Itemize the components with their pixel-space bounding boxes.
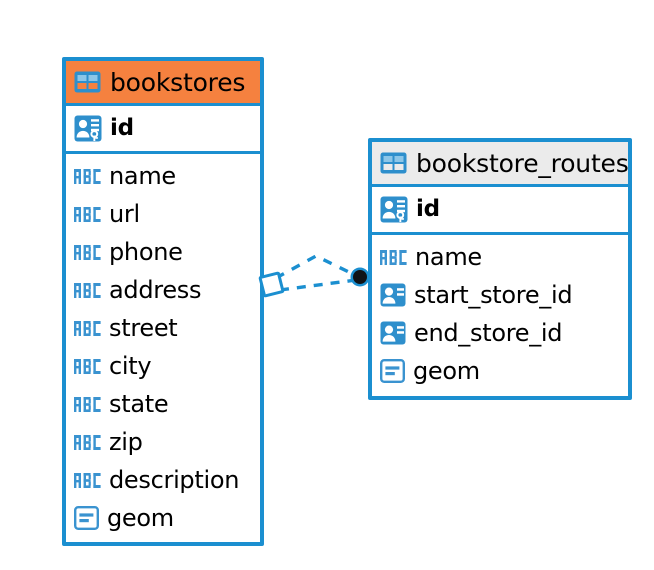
field-label: geom bbox=[107, 504, 174, 532]
field-row-city[interactable]: city bbox=[66, 347, 260, 385]
field-row-id[interactable]: id bbox=[372, 187, 628, 232]
geometry-icon bbox=[380, 359, 406, 384]
field-row-state[interactable]: state bbox=[66, 385, 260, 423]
field-label: id bbox=[416, 196, 440, 222]
abc-text-icon bbox=[74, 206, 101, 222]
field-row-name[interactable]: name bbox=[372, 238, 628, 276]
filled-circle-marker bbox=[350, 267, 370, 287]
primary-key-section: id bbox=[66, 106, 260, 154]
field-label: start_store_id bbox=[414, 281, 573, 309]
field-row-zip[interactable]: zip bbox=[66, 423, 260, 461]
field-row-address[interactable]: address bbox=[66, 271, 260, 309]
field-label: address bbox=[109, 276, 202, 304]
abc-text-icon bbox=[74, 358, 101, 374]
entity-bookstore-routes[interactable]: bookstore_routes bbox=[368, 138, 632, 400]
entity-title: bookstore_routes bbox=[416, 148, 629, 178]
field-label: description bbox=[109, 466, 240, 494]
abc-text-icon bbox=[74, 434, 101, 450]
field-label: state bbox=[109, 390, 169, 418]
field-label: name bbox=[415, 243, 482, 271]
abc-text-icon bbox=[74, 320, 101, 336]
field-row-id[interactable]: id bbox=[66, 106, 260, 151]
primary-key-section: id bbox=[372, 187, 628, 235]
field-row-geom[interactable]: geom bbox=[372, 352, 628, 390]
relationship-line-lower bbox=[279, 278, 357, 292]
foreign-key-icon bbox=[380, 321, 406, 345]
field-label: city bbox=[109, 352, 152, 380]
fields-section: name u bbox=[66, 154, 260, 537]
abc-text-icon bbox=[74, 244, 101, 260]
relationship-line-upper bbox=[275, 254, 358, 280]
field-label: zip bbox=[109, 428, 143, 456]
field-row-geom[interactable]: geom bbox=[66, 499, 260, 537]
field-label: geom bbox=[413, 357, 480, 385]
entity-title: bookstores bbox=[110, 67, 246, 97]
abc-text-icon bbox=[380, 249, 407, 265]
geometry-icon bbox=[74, 506, 100, 531]
field-label: url bbox=[109, 200, 140, 228]
abc-text-icon bbox=[74, 282, 101, 298]
abc-text-icon bbox=[74, 396, 101, 412]
field-label: phone bbox=[109, 238, 183, 266]
fields-section: name start_store_id bbox=[372, 235, 628, 390]
primary-key-icon bbox=[380, 196, 408, 223]
field-label: street bbox=[109, 314, 178, 342]
entity-bookstores[interactable]: bookstores id bbox=[62, 57, 264, 546]
field-label: name bbox=[109, 162, 176, 190]
field-row-street[interactable]: street bbox=[66, 309, 260, 347]
field-label: end_store_id bbox=[414, 319, 563, 347]
primary-key-icon bbox=[74, 115, 102, 142]
field-row-url[interactable]: url bbox=[66, 195, 260, 233]
abc-text-icon bbox=[74, 472, 101, 488]
field-row-name[interactable]: name bbox=[66, 157, 260, 195]
entity-header-bookstore-routes[interactable]: bookstore_routes bbox=[372, 142, 629, 187]
table-icon bbox=[74, 71, 101, 93]
field-row-start-store-id[interactable]: start_store_id bbox=[372, 276, 628, 314]
field-row-phone[interactable]: phone bbox=[66, 233, 260, 271]
abc-text-icon bbox=[74, 168, 101, 184]
table-icon bbox=[380, 152, 407, 174]
foreign-key-icon bbox=[380, 283, 406, 307]
field-row-description[interactable]: description bbox=[66, 461, 260, 499]
field-label: id bbox=[110, 115, 134, 141]
entity-header-bookstores[interactable]: bookstores bbox=[66, 61, 260, 106]
field-row-end-store-id[interactable]: end_store_id bbox=[372, 314, 628, 352]
relationship-connector[interactable] bbox=[258, 240, 378, 315]
